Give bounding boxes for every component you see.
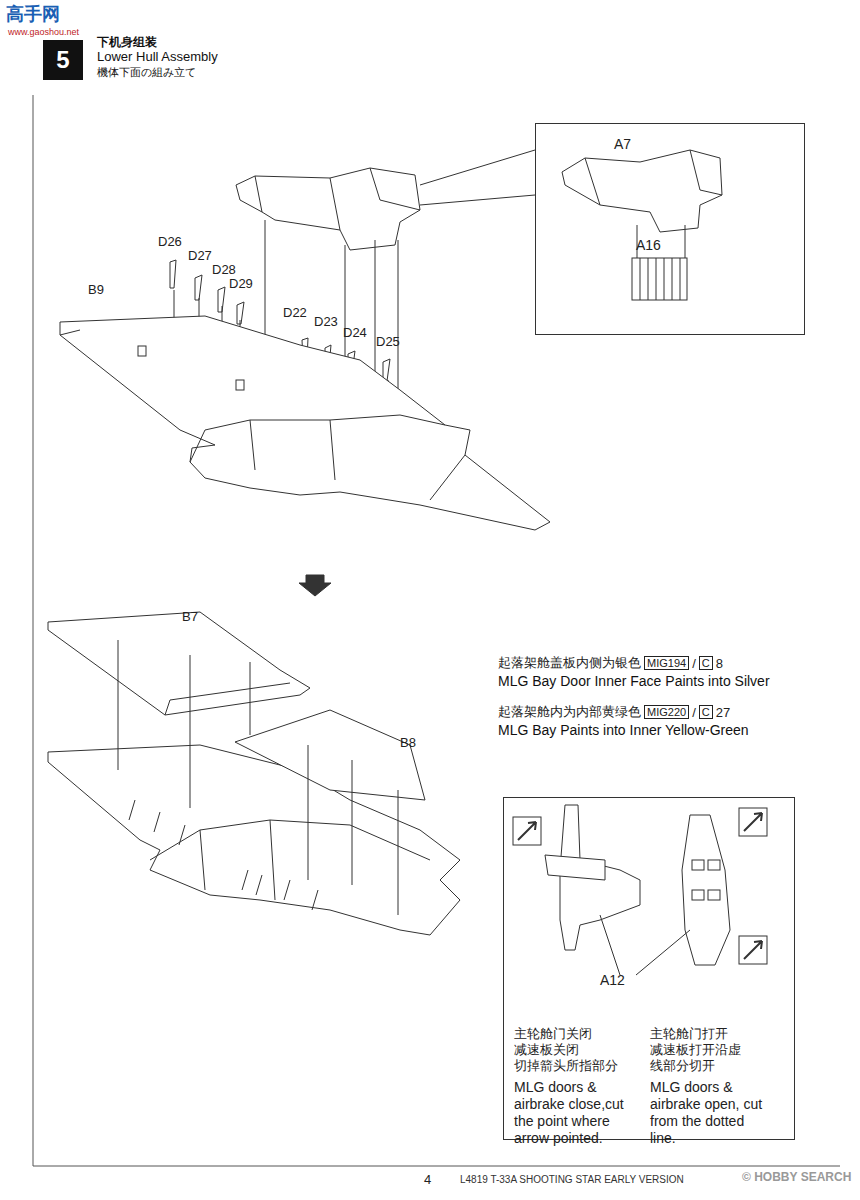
paint-note: 起落架舱内为内部黄绿色 [498, 703, 641, 721]
step-number-box: 5 [43, 40, 83, 80]
footer-text: L4819 T-33A SHOOTING STAR EARLY VERSION [460, 1174, 684, 1186]
watermark: www.gaoshou.net [8, 27, 79, 37]
paint-note: 8 [716, 656, 723, 671]
paint-note: / [692, 656, 696, 671]
callout-number: D22 [283, 306, 307, 321]
option-note-box: A12主轮舱门关闭 减速板关闭 切掉箭头所指部分MLG doors & airb… [503, 797, 795, 1140]
note-text-chinese: 主轮舱门关闭 减速板关闭 切掉箭头所指部分 [514, 1026, 622, 1074]
watermark: 高手网 [6, 4, 60, 25]
part-number: A7 [614, 136, 631, 152]
callout-number: B9 [88, 283, 104, 298]
paint-note: 27 [716, 705, 730, 720]
callout-number: B7 [182, 610, 198, 625]
paint-note: / [692, 705, 696, 720]
paint-note: 起落架舱盖板内侧为银色 [498, 654, 641, 672]
paint-note: MLG Bay Door Inner Face Paints into Silv… [498, 673, 770, 689]
callout-number: D25 [376, 335, 400, 350]
callout-number: D29 [229, 277, 253, 292]
callout-number: D27 [188, 249, 212, 264]
paint-note: MLG Bay Paints into Inner Yellow-Green [498, 722, 749, 738]
part-number: A12 [600, 972, 625, 988]
watermark: © HOBBY SEARCH [742, 1171, 851, 1185]
page-number: 4 [424, 1173, 431, 1188]
note-text-chinese: 主轮舱门打开 减速板打开沿虚 线部分切开 [650, 1026, 758, 1074]
callout-number: D26 [158, 235, 182, 250]
paint-code: MIG220 [644, 705, 689, 719]
part-number: A16 [636, 237, 661, 253]
callout-number: D24 [343, 326, 367, 341]
paint-note-row: 起落架舱内为内部黄绿色MIG220/C27 [498, 703, 730, 721]
step-title: 下机身组装 [97, 36, 157, 50]
note-text-english: MLG doors & airbrake close,cut the point… [514, 1079, 646, 1147]
step-number: 5 [43, 46, 83, 74]
step-title: Lower Hull Assembly [97, 50, 218, 65]
callout-number: B8 [400, 736, 416, 751]
note-text-english: MLG doors & airbrake open, cut from the … [650, 1079, 764, 1147]
paint-code: C [699, 705, 713, 719]
paint-code: MIG194 [644, 656, 689, 670]
callout-number: D28 [212, 263, 236, 278]
step-title: 機体下面の組み立て [97, 66, 196, 79]
paint-note-row: 起落架舱盖板内侧为银色MIG194/C8 [498, 654, 723, 672]
detail-inset: A7A16 [535, 123, 805, 335]
paint-code: C [699, 656, 713, 670]
callout-number: D23 [314, 315, 338, 330]
